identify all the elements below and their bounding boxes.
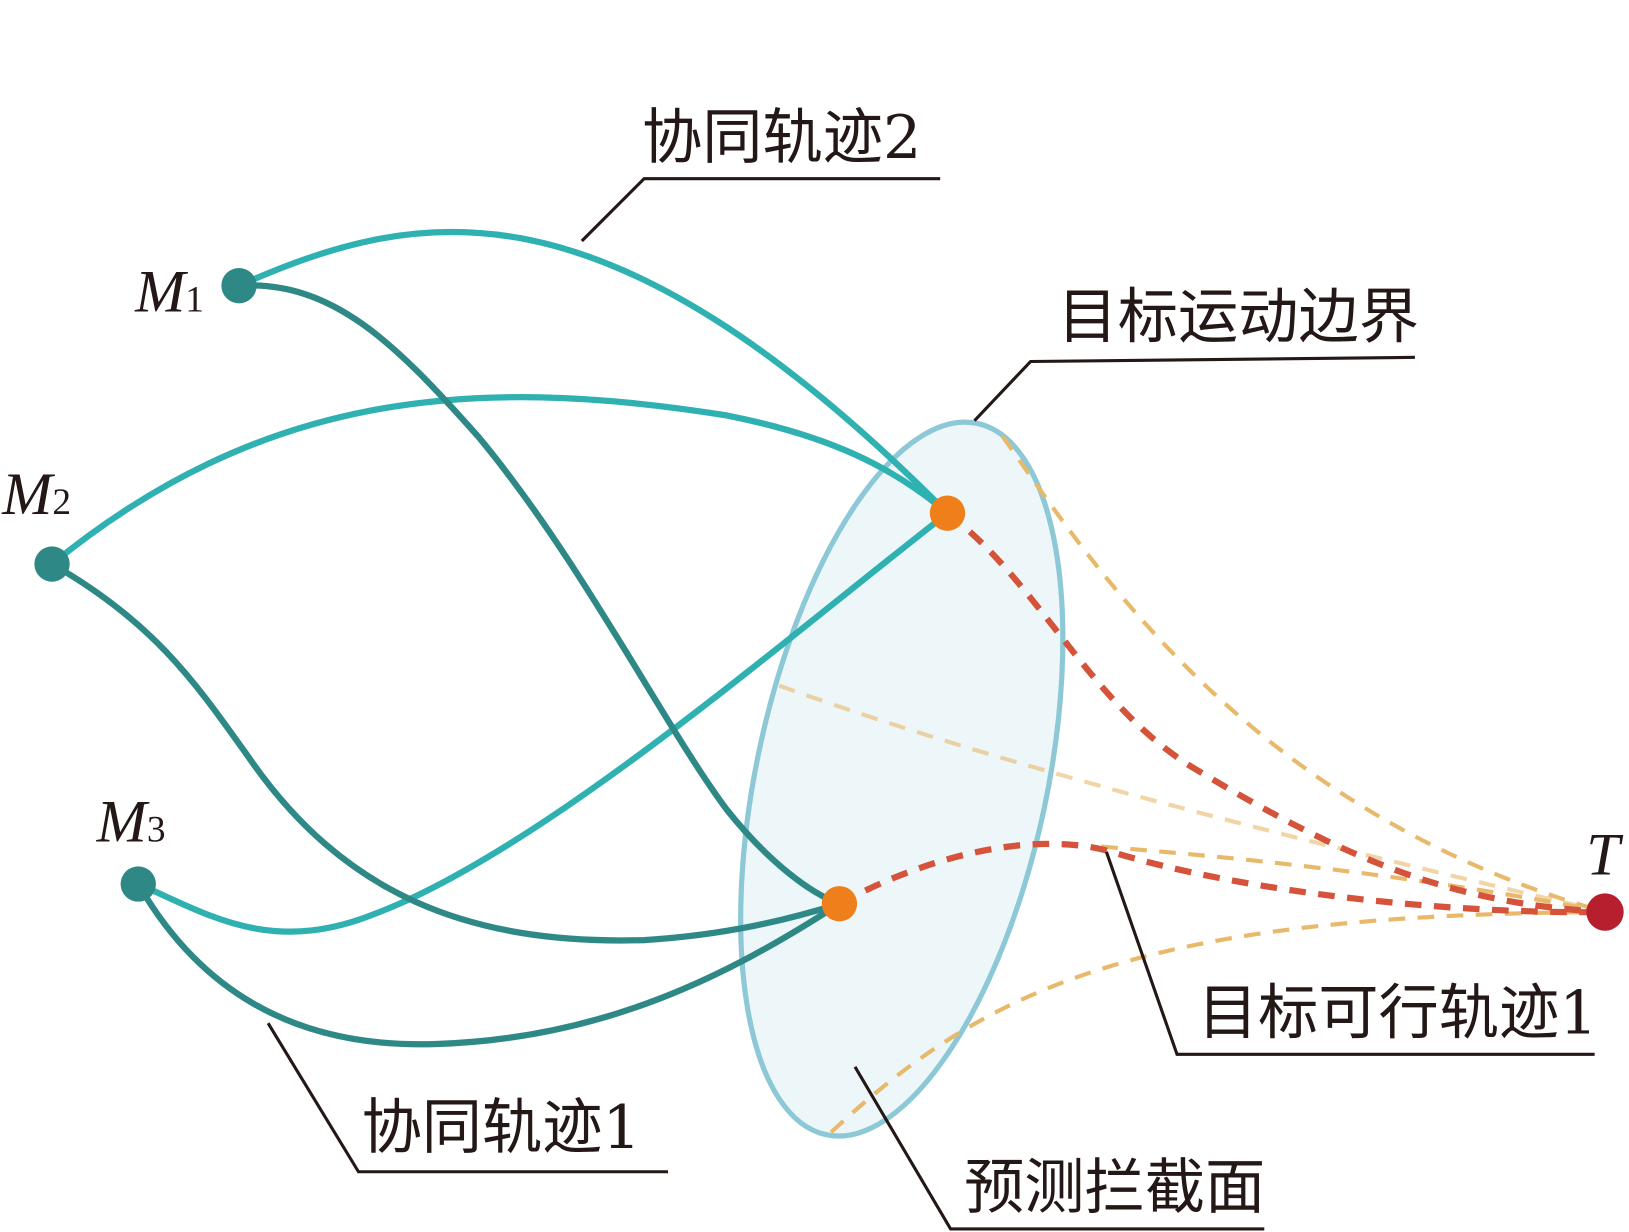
predicted-intercept-plane — [738, 419, 1066, 1139]
coop2-m3 — [135, 510, 951, 935]
intercept-point-lower — [821, 886, 858, 922]
feasible-traj-lower — [829, 909, 1606, 1134]
target-traj-upper — [945, 510, 1606, 916]
target-node — [1586, 893, 1624, 931]
coop1-m3 — [135, 880, 843, 1048]
feasible-trajectories — [778, 435, 1606, 1134]
m3-label: M3 — [96, 788, 166, 855]
leader-boundary — [973, 355, 1415, 422]
m2-node — [34, 546, 70, 582]
coop2-m2 — [48, 394, 951, 568]
coop-trajectories-1 — [48, 282, 843, 1048]
leader-feasible — [1104, 851, 1595, 1056]
t-label: T — [1586, 822, 1624, 889]
m1-node — [221, 268, 257, 304]
coop1-m1 — [235, 282, 843, 907]
label-coop-traj-2: 协同轨迹2 — [642, 103, 921, 173]
coop-trajectories-2 — [48, 228, 951, 935]
intercept-point-upper — [929, 495, 966, 531]
leader-plane — [853, 1066, 1265, 1231]
leader-coop1 — [266, 1022, 669, 1174]
feasible-traj-middle — [778, 683, 1606, 915]
label-target-feasible-traj-1: 目标可行轨迹1 — [1198, 979, 1598, 1049]
coop1-m2 — [48, 560, 843, 944]
m1-label: M1 — [134, 259, 204, 326]
label-target-motion-boundary: 目标运动边界 — [1058, 283, 1419, 353]
m2-label: M2 — [1, 461, 71, 528]
target-traj-lower — [837, 840, 1606, 916]
leader-coop2 — [580, 177, 941, 243]
label-coop-traj-1: 协同轨迹1 — [362, 1093, 641, 1163]
label-predicted-intercept-plane: 预测拦截面 — [964, 1153, 1265, 1223]
feasible-traj-upper — [1000, 435, 1606, 915]
coop2-m1 — [235, 228, 951, 517]
m3-node — [120, 866, 156, 902]
feasible-traj-mid2 — [1101, 844, 1606, 915]
